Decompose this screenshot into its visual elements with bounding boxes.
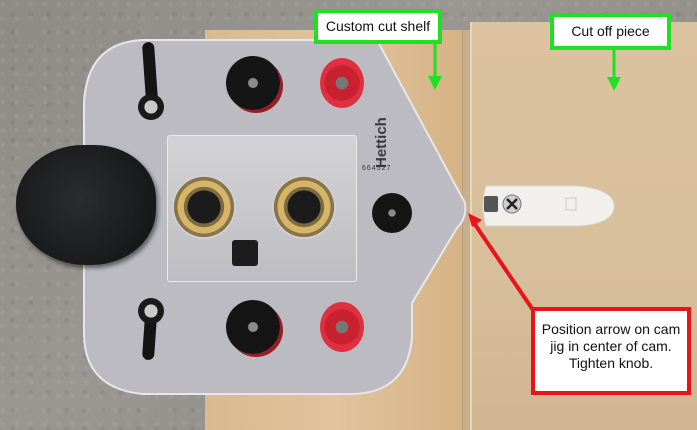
drill-bushing-right — [272, 175, 336, 239]
cam-fitting — [482, 185, 615, 227]
bottom-depth-dial[interactable] — [226, 300, 280, 354]
tighten-knob[interactable] — [16, 145, 156, 265]
jig-serial-number: 664527 — [362, 165, 392, 172]
top-lever-pivot — [138, 94, 164, 120]
top-red-stop[interactable] — [320, 58, 364, 108]
cam-position-dial[interactable] — [372, 193, 412, 233]
jig-brand-logo: Hettich — [373, 117, 390, 168]
bottom-red-stop[interactable] — [320, 302, 364, 352]
shelf-edge — [462, 30, 471, 430]
drill-bushing-left — [172, 175, 236, 239]
bottom-lever-pivot — [138, 298, 164, 324]
label-custom-cut-shelf: Custom cut shelf — [314, 9, 442, 44]
square-socket — [232, 240, 258, 266]
label-cut-off-piece: Cut off piece — [550, 13, 671, 50]
label-position-arrow-note: Position arrow on cam jig in center of c… — [531, 307, 691, 395]
top-depth-dial[interactable] — [226, 56, 280, 110]
